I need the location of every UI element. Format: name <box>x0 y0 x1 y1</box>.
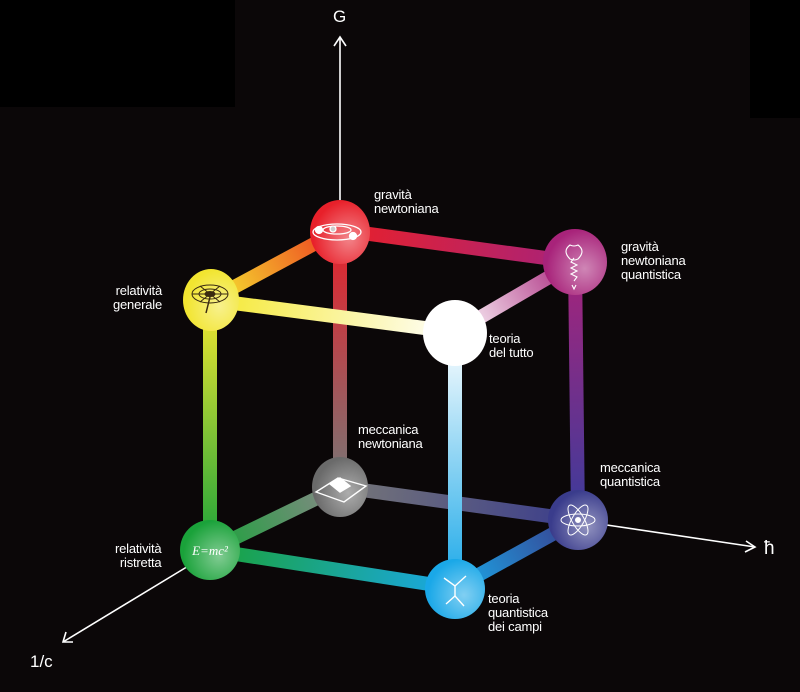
black-patch <box>750 0 800 118</box>
inclined-plane-icon <box>314 477 368 503</box>
node-relativita-generale <box>183 269 239 331</box>
g-axis-label: G <box>333 7 347 26</box>
label-meccanica-quantistica: meccanica quantistica <box>600 460 661 489</box>
edge <box>339 223 576 269</box>
label-teoria-del-tutto: teoria del tutto <box>489 331 534 360</box>
orbit-icon <box>312 223 362 241</box>
hbar-axis-line <box>599 523 756 548</box>
hbar-axis-arrowhead <box>744 540 757 553</box>
inverse-c-axis-line <box>62 564 191 643</box>
label-teoria-quantistica-dei-campi: teoria quantistica dei campi <box>488 591 548 634</box>
feynman-diagram-icon <box>443 575 467 607</box>
hbar-axis-label: ħ <box>764 538 775 559</box>
label-gravita-newtoniana-quantistica: gravità newtoniana quantistica <box>621 239 686 282</box>
node-teoria-del-tutto <box>423 300 487 366</box>
edge <box>568 261 585 521</box>
label-relativita-generale: relatività generale <box>113 283 162 312</box>
node-meccanica-quantistica <box>548 490 608 550</box>
emc2-icon: E=mc² <box>191 543 229 558</box>
apple-wave-icon <box>565 244 583 291</box>
node-relativita-ristretta: E=mc² <box>180 520 240 580</box>
node-meccanica-newtoniana <box>312 457 368 517</box>
node-gravita-newtoniana-quantistica <box>543 229 607 295</box>
inverse-c-axis-label: 1/c <box>30 652 53 671</box>
black-patch <box>0 0 235 107</box>
spacetime-funnel-icon <box>191 284 229 314</box>
label-meccanica-newtoniana: meccanica newtoniana <box>358 422 423 451</box>
node-gravita-newtoniana <box>310 200 370 264</box>
atom-icon <box>560 504 596 536</box>
label-relativita-ristretta: relatività ristretta <box>115 541 162 570</box>
edge <box>209 293 456 339</box>
g-axis-arrowhead <box>333 35 347 47</box>
label-gravita-newtoniana: gravità newtoniana <box>374 187 439 216</box>
edge <box>208 543 457 595</box>
inverse-c-axis-arrowhead <box>61 631 73 643</box>
node-teoria-quantistica-dei-campi <box>425 559 485 619</box>
